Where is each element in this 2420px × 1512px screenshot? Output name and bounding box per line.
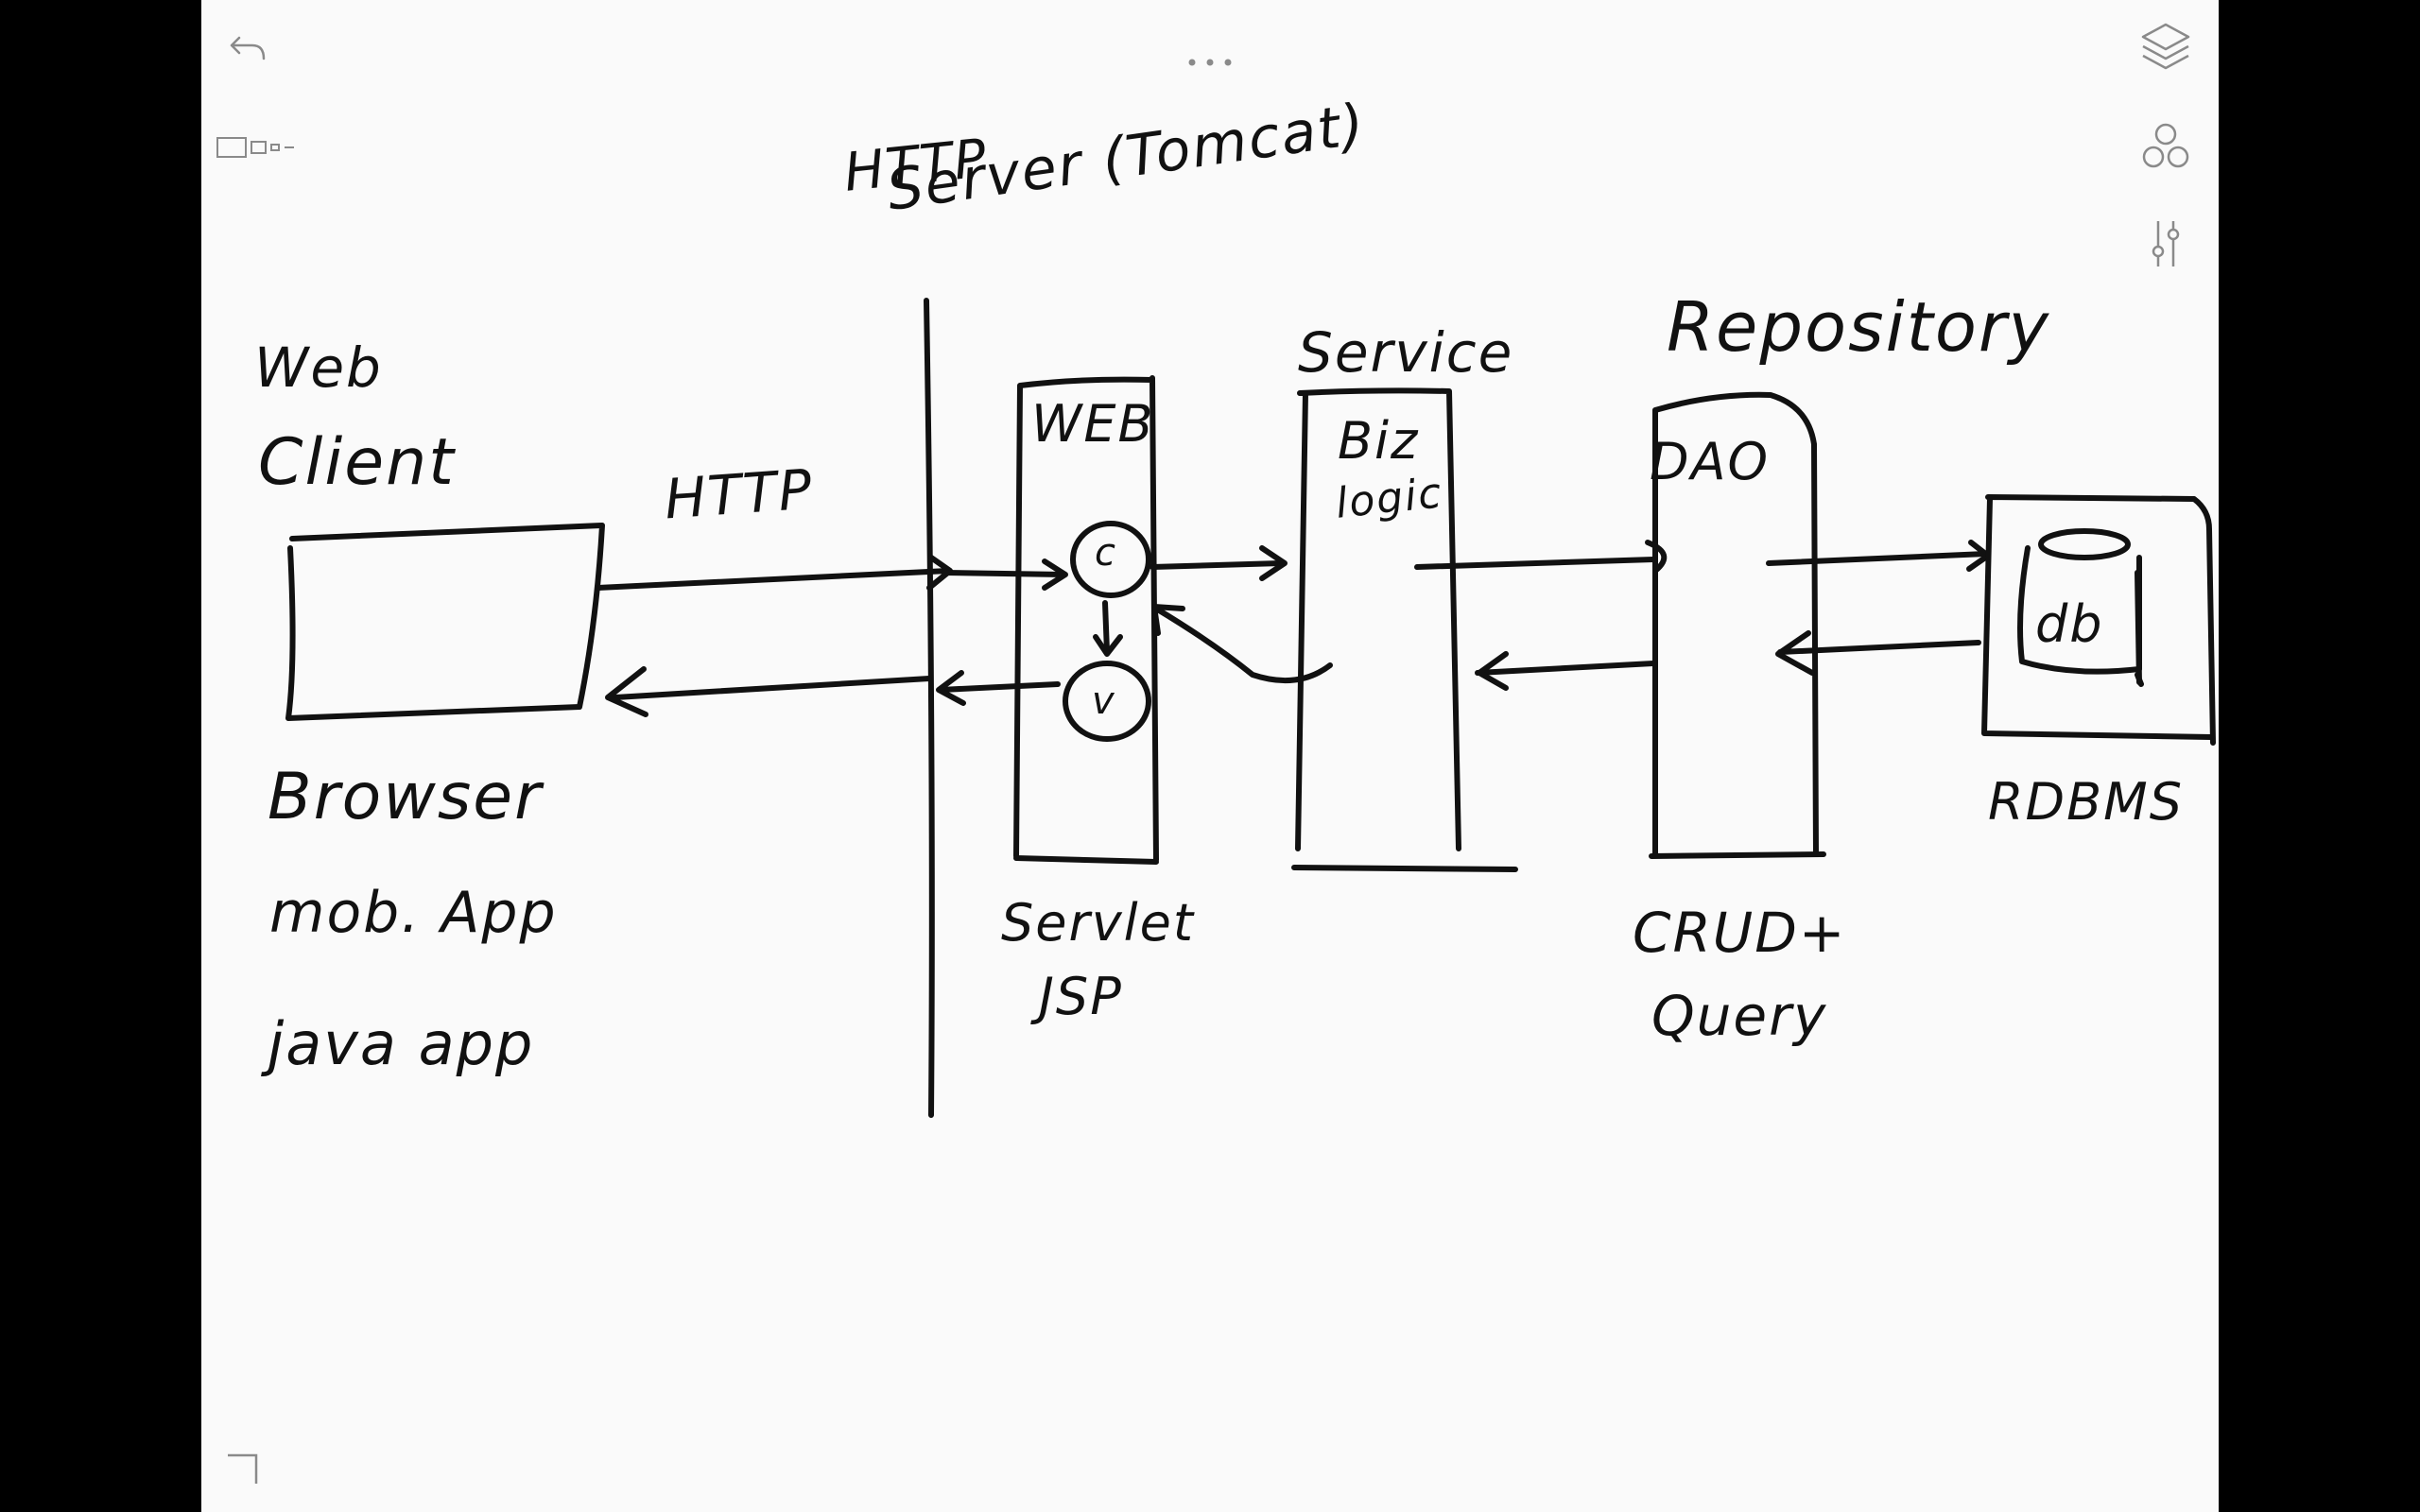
dao-box <box>1649 391 1826 859</box>
controller-to-view-arrowhead <box>1093 634 1123 657</box>
dao-to-service-arrow <box>1475 661 1656 676</box>
web-caption-line1: Servlet <box>1001 893 1196 953</box>
page-corner-icon <box>228 1453 258 1484</box>
client-type-browser: Browser <box>268 760 544 834</box>
view-label: v <box>1092 679 1116 723</box>
view-response-arrow <box>938 681 1061 693</box>
page-thumbnails-icon[interactable] <box>215 134 300 161</box>
dao-label: DAO <box>1650 432 1771 491</box>
db-label: db <box>2035 594 2104 654</box>
service-box-line2: logic <box>1333 469 1445 528</box>
db-caption: RDBMS <box>1988 772 2185 832</box>
protocol-label: HTTP <box>662 456 816 532</box>
client-box <box>285 523 605 721</box>
view-circle <box>1063 661 1151 742</box>
client-title-line2: Client <box>258 425 456 500</box>
service-to-dao-arrowhead <box>1645 540 1668 574</box>
shapes-icon[interactable] <box>2139 121 2192 174</box>
notes-canvas[interactable]: Web Client HTTP HTTP Server (Tomcat) WEB… <box>201 0 2219 1512</box>
controller-to-service-arrowhead <box>1259 545 1288 581</box>
http-response-arrowhead <box>605 666 648 717</box>
undo-arrow-icon[interactable] <box>228 32 269 64</box>
rdbms-box <box>1981 494 2216 746</box>
dao-to-service-arrowhead <box>1477 651 1509 691</box>
http-request-arrow <box>596 568 951 591</box>
controller-input-arrowhead <box>1042 558 1068 591</box>
web-box-label: WEB <box>1031 394 1155 454</box>
client-type-java-app: java app <box>268 1009 535 1078</box>
adjust-sliders-icon[interactable] <box>2149 217 2183 270</box>
layers-icon[interactable] <box>2139 21 2192 76</box>
service-title: Service <box>1298 320 1514 385</box>
service-box-line1: Biz <box>1338 411 1420 471</box>
controller-circle <box>1070 521 1151 598</box>
http-response-arrow <box>613 676 932 700</box>
service-box <box>1291 387 1518 872</box>
web-box <box>1013 375 1159 865</box>
controller-label: c <box>1095 531 1117 575</box>
db-to-dao-arrowhead <box>1775 630 1815 676</box>
db-cylinder-top <box>2038 528 2131 560</box>
controller-to-service-arrow <box>1150 560 1284 570</box>
client-title-line1: Web <box>254 335 383 400</box>
server-boundary-line <box>924 298 935 1118</box>
dao-to-db-arrow <box>1766 551 1989 566</box>
service-to-dao-arrow <box>1414 557 1656 570</box>
controller-input-arrow <box>942 570 1066 577</box>
service-return-curve <box>1153 606 1333 684</box>
architecture-diagram <box>285 298 2216 1118</box>
repository-caption-line1: CRUD+ <box>1633 901 1847 965</box>
web-caption-line2: JSP <box>1039 967 1123 1026</box>
more-dots-icon[interactable] <box>1184 55 1236 70</box>
db-to-dao-arrow <box>1777 640 1981 655</box>
repository-title: Repository <box>1667 287 2051 367</box>
controller-to-view-arrow <box>1102 600 1110 655</box>
repository-caption-line2: Query <box>1651 984 1828 1048</box>
client-type-mobile-app: mob. App <box>269 880 558 946</box>
db-cylinder-right <box>2135 570 2142 685</box>
view-response-arrowhead <box>936 670 966 706</box>
service-return-arrowhead <box>1151 604 1185 636</box>
